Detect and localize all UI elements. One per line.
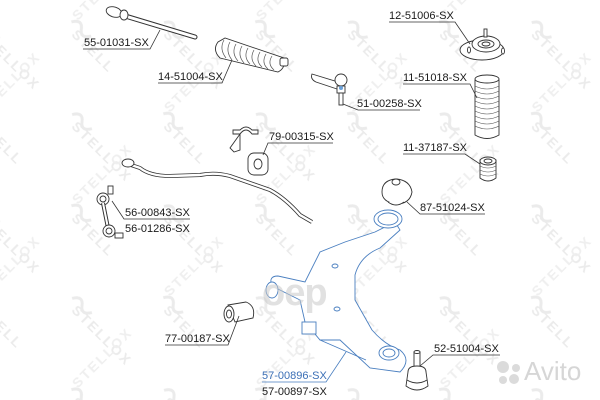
rear-arm-bushing-drawing: [381, 178, 413, 206]
stabilizer-link-drawing: [96, 185, 124, 239]
ball-joint-drawing: [405, 350, 429, 391]
control-arm-drawing: [265, 209, 407, 373]
part-label-tie-rod-end[interactable]: 51-00258-SX: [357, 98, 422, 110]
bump-stop-drawing: [479, 156, 497, 182]
inner-tie-rod-drawing: [105, 6, 198, 40]
tie-rod-end-drawing: [311, 73, 348, 106]
part-label-front-arm-bushing[interactable]: 77-00187-SX: [165, 333, 230, 345]
strut-mount-drawing: [459, 28, 505, 61]
part-label-strut-dust-boot[interactable]: 11-51018-SX: [403, 72, 468, 84]
part-label-sway-bar-bushing[interactable]: 79-00315-SX: [269, 131, 334, 143]
steering-boot-drawing: [215, 37, 289, 73]
leader-lines: [83, 21, 500, 367]
sway-bar-drawing: [121, 158, 314, 224]
part-label-rear-arm-bushing[interactable]: 87-51024-SX: [420, 202, 485, 214]
strut-dust-boot-drawing: [474, 74, 500, 139]
part-label-ball-joint[interactable]: 52-51004-SX: [434, 343, 499, 355]
part-label-strut-mount[interactable]: 12-51006-SX: [389, 10, 454, 22]
part-label-bump-stop[interactable]: 11-37187-SX: [403, 142, 468, 154]
sway-bar-bushing-drawing: [229, 126, 269, 176]
part-label-stabilizer-link-b[interactable]: 56-01286-SX: [125, 223, 190, 235]
part-label-control-arm-right[interactable]: 57-00897-SX: [262, 386, 327, 398]
part-label-steering-boot[interactable]: 14-51004-SX: [158, 71, 223, 83]
part-label-control-arm-left[interactable]: 57-00896-SX: [262, 370, 327, 382]
part-label-inner-tie-rod[interactable]: 55-01031-SX: [84, 37, 149, 49]
part-label-stabilizer-link-a[interactable]: 56-00843-SX: [125, 207, 190, 219]
front-arm-bushing-drawing: [223, 301, 255, 323]
leader-line-highlighted: [262, 351, 347, 383]
